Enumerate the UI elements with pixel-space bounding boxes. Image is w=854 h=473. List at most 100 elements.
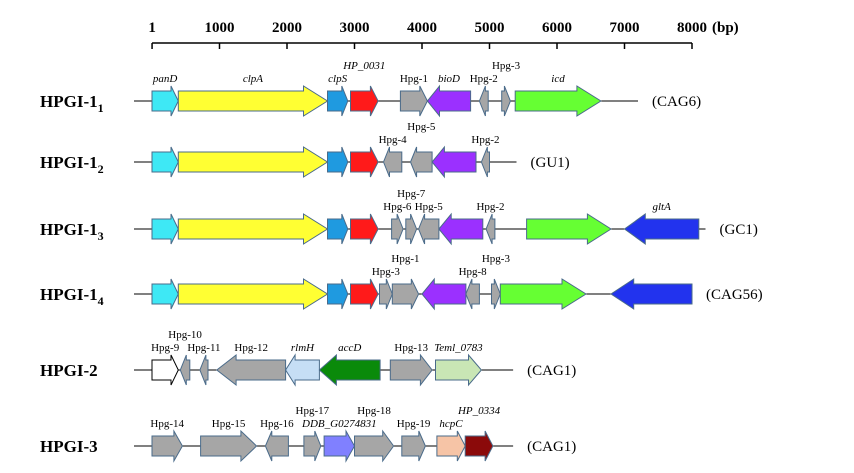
gene-label: HP_0334 [457,405,501,417]
gene-arrow [350,278,379,310]
row-strain: (CAG56) [706,287,763,303]
row-name: HPGI-13 [40,220,104,243]
gene-label: Hpg-5 [415,201,444,213]
gene-label: Hpg-18 [357,405,391,417]
gene-label: Hpg-2 [470,73,498,85]
gene-arrow [485,213,496,245]
gene-arrow [327,213,349,245]
row-name-text: HPGI-3 [40,437,98,456]
gene-arrow [200,429,258,463]
gene-arrow [215,353,287,387]
gene-arrow [151,429,183,463]
row-name-text: HPGI-2 [40,361,98,380]
gene-arrow [435,353,483,387]
gene-arrow [327,85,349,117]
scale-tick-label: 6000 [542,20,572,36]
scale-tick-label: 4000 [407,20,437,36]
gene-label: gltA [652,201,671,213]
row-name: HPGI-2 [40,361,98,380]
scale-unit-label: (bp) [712,20,739,36]
gene-label: Hpg-7 [397,188,426,200]
gene-arrow [350,213,379,245]
gene-label: Hpg-16 [260,418,294,430]
gene-arrow [431,145,477,179]
gene-arrow [285,353,320,387]
gene-arrow [179,354,191,386]
gene-arrow [350,146,379,178]
row-name-subscript: 3 [98,229,104,243]
gene-arrow [177,85,329,117]
gene-label: clpS [328,73,347,85]
scale-tick-label: 1 [148,20,156,36]
row-name-text: HPGI-1 [40,92,98,111]
gene-label: Hpg-11 [187,342,220,354]
gene-label: Hpg-4 [379,134,408,146]
gene-arrow [303,430,322,462]
gene-arrow [491,278,501,310]
gene-arrow [391,213,404,245]
gene-arrow [418,213,440,245]
gene-label: HP_0031 [342,60,385,72]
gene-label: Hpg-8 [459,266,488,278]
gene-arrow [465,278,480,310]
gene-label: Hpg-6 [383,201,412,213]
row-strain: (CAG6) [652,94,701,110]
gene-label: accD [338,342,361,354]
gene-arrow [327,278,349,310]
gene-arrow [478,85,489,117]
gene-arrow [327,146,349,178]
gene-label: Hpg-9 [151,342,180,354]
gene-label: rlmH [291,342,315,354]
row-name-subscript: 4 [98,294,104,308]
gene-arrow [151,85,179,117]
gene-arrow [391,278,420,310]
row-strain: (GC1) [720,222,758,238]
gene-arrow [514,85,602,117]
gene-arrow [382,146,403,178]
scale-tick-label: 8000 [677,20,707,36]
gene-arrow [421,277,467,311]
gene-label: Hpg-19 [397,418,431,430]
gene-label: DDB_G0274831 [301,418,377,430]
gene-arrow [480,146,490,178]
scale-tick-label: 7000 [610,20,640,36]
gene-label: Hpg-15 [212,418,246,430]
gene-arrow [438,212,484,246]
gene-arrow [401,430,426,462]
gene-arrow [350,85,379,117]
gene-label: Hpg-2 [471,134,499,146]
row-name-subscript: 1 [98,101,104,115]
gene-arrow [389,353,433,387]
gene-arrow [177,146,329,178]
gene-arrow [405,213,418,245]
gene-label: Hpg-13 [394,342,428,354]
gene-arrow [177,278,329,310]
gene-label: Hpg-1 [391,253,419,265]
gene-arrow [151,146,179,178]
scale-tick-label: 5000 [475,20,505,36]
gene-arrow [379,278,393,310]
gene-arrow [623,213,700,245]
row-strain: (CAG1) [527,439,576,455]
gene-arrow [501,85,511,117]
gene-label: Hpg-17 [296,405,330,417]
row-name-text: HPGI-1 [40,220,98,239]
gene-arrow [464,430,494,462]
gene-arrow [426,84,472,118]
gene-arrow [177,213,329,245]
gene-arrow [264,430,289,462]
gene-label: Hpg-3 [482,253,511,265]
row-strain: (CAG1) [527,363,576,379]
row-name: HPGI-12 [40,153,104,176]
gene-label: Hpg-2 [476,201,504,213]
gene-arrow [199,354,209,386]
gene-arrow [151,213,179,245]
scale-tick-label: 1000 [205,20,235,36]
